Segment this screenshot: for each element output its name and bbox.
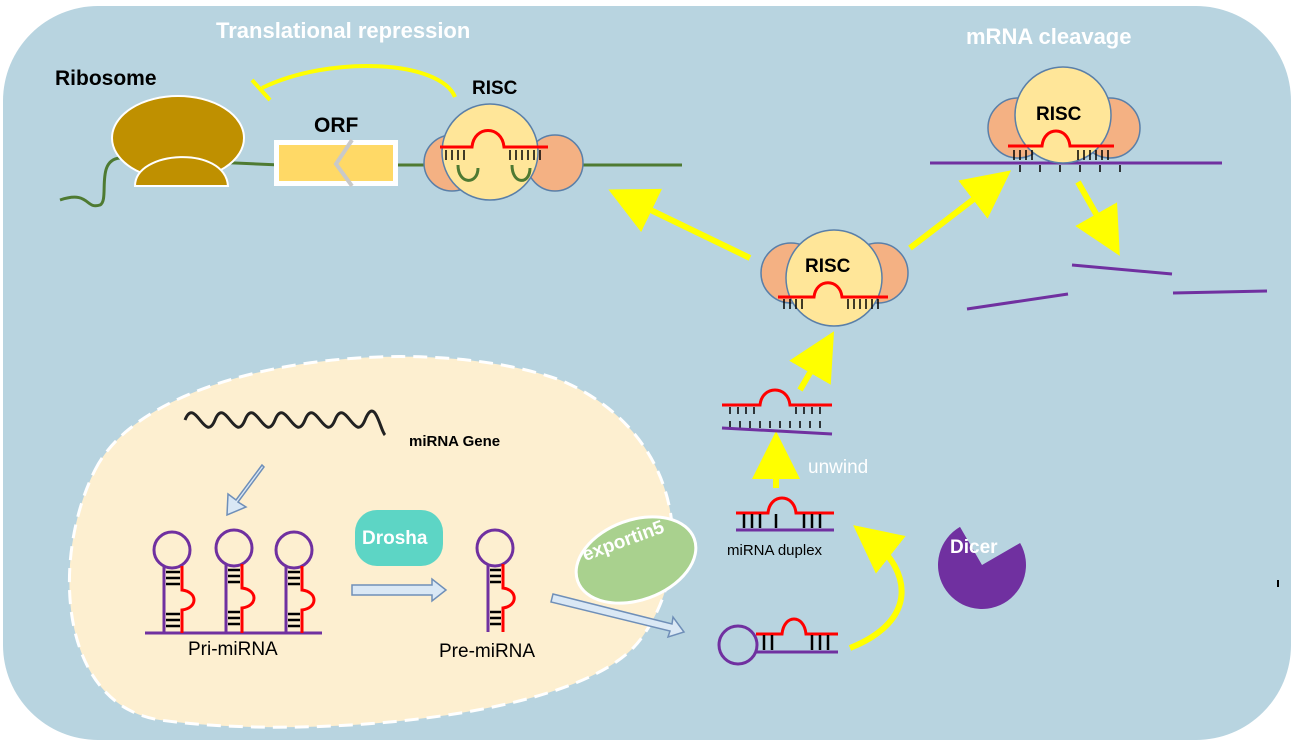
orf-label: ORF bbox=[314, 114, 359, 137]
cleaved-mrna-fragment bbox=[1172, 289, 1268, 295]
pri-mirna-icon bbox=[145, 528, 322, 635]
mirna-gene-label: miRNA Gene bbox=[409, 433, 501, 450]
pre-mirna-label: Pre-miRNA bbox=[439, 641, 536, 662]
pri-mirna-label: Pri-miRNA bbox=[188, 639, 278, 660]
mirna-gene-wave bbox=[183, 409, 387, 437]
risc-top-label: RISC bbox=[472, 78, 518, 99]
mrna-cleavage-title: mRNA cleavage bbox=[966, 24, 1132, 49]
risc-complex-icon bbox=[423, 103, 584, 201]
dicer-icon bbox=[938, 526, 1026, 609]
translational-repression-title: Translational repression bbox=[216, 18, 471, 43]
cytoplasmic-pre-mirna-icon bbox=[717, 617, 838, 666]
mrna-strand-green bbox=[59, 156, 682, 208]
unwind-label: unwind bbox=[808, 457, 869, 478]
repression-inhibitor-arc bbox=[261, 64, 457, 98]
pathway-arrows bbox=[608, 170, 1120, 651]
dicer-label: Dicer bbox=[950, 537, 998, 558]
process-arrows bbox=[226, 463, 686, 639]
ribosome-label: Ribosome bbox=[55, 67, 157, 90]
drosha-icon bbox=[355, 510, 443, 566]
pre-mirna-icon bbox=[475, 528, 516, 632]
risc-complex-icon bbox=[987, 66, 1141, 172]
cleaved-mrna-fragment bbox=[1071, 263, 1173, 276]
cleaved-mrna-fragment bbox=[966, 292, 1069, 311]
exportin5-icon bbox=[574, 515, 698, 605]
risc-complex-icon bbox=[760, 229, 909, 327]
orf-box bbox=[274, 138, 398, 188]
mirna-duplex-label: miRNA duplex bbox=[727, 542, 823, 559]
risc-right-label: RISC bbox=[1036, 104, 1082, 125]
unwound-strands bbox=[721, 388, 833, 436]
risc-middle-label: RISC bbox=[805, 256, 851, 277]
drosha-label: Drosha bbox=[362, 528, 428, 549]
mirna-duplex-icon bbox=[736, 496, 834, 532]
ribosome-icon bbox=[111, 95, 245, 187]
